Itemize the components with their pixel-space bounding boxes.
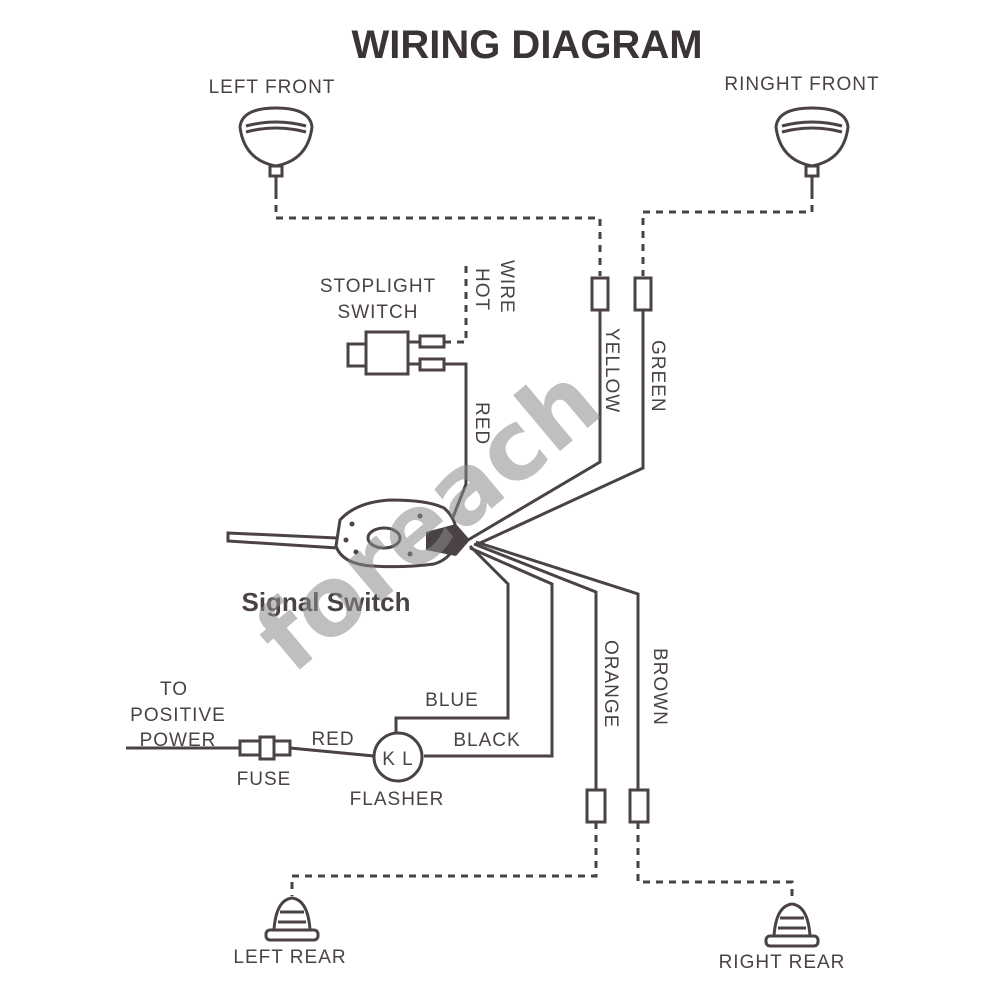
stoplight-switch xyxy=(346,330,446,376)
red-stoplight-wire xyxy=(442,362,468,541)
right-front-label: RINGHT FRONT xyxy=(724,74,879,95)
hot-label: HOT xyxy=(471,268,492,311)
green-connector xyxy=(633,276,653,312)
power-label-1: TO xyxy=(160,679,188,700)
red-stoplight-wire-label: RED xyxy=(471,402,492,445)
right-front-lamp xyxy=(774,106,850,192)
left-front-dashed-wire xyxy=(274,192,602,276)
black-wire-label: BLACK xyxy=(453,730,520,751)
right-rear-dashed-wire xyxy=(636,822,794,902)
brown-connector xyxy=(628,788,650,824)
signal-switch-label: Signal Switch xyxy=(241,587,410,617)
wire-label: WIRE xyxy=(496,260,517,314)
red-power-wire-label: RED xyxy=(311,729,354,750)
yellow-wire xyxy=(467,310,602,542)
right-front-dashed-wire xyxy=(641,192,814,276)
power-label-3: POWER xyxy=(140,730,217,751)
flasher xyxy=(372,731,424,783)
orange-connector xyxy=(585,788,607,824)
red-power-wire xyxy=(289,746,375,758)
left-rear-label: LEFT REAR xyxy=(233,947,346,968)
flasher-terminals: K L xyxy=(382,749,414,770)
fuse xyxy=(238,735,292,761)
diagram-title: WIRING DIAGRAM xyxy=(351,23,702,67)
orange-wire xyxy=(473,542,598,790)
right-rear-label: RIGHT REAR xyxy=(719,952,846,973)
green-wire xyxy=(477,310,645,546)
orange-wire-label: ORANGE xyxy=(600,640,621,728)
right-rear-lamp xyxy=(764,902,820,948)
watermark: foreach xyxy=(235,344,621,693)
left-front-label: LEFT FRONT xyxy=(209,77,336,98)
flasher-label: FLASHER xyxy=(350,789,445,810)
left-rear-lamp xyxy=(264,896,320,942)
black-wire xyxy=(424,546,554,758)
green-wire-label: GREEN xyxy=(647,340,668,413)
left-front-lamp xyxy=(238,106,314,192)
signal-switch xyxy=(226,498,470,569)
yellow-wire-label: YELLOW xyxy=(601,328,622,413)
brown-wire-label: BROWN xyxy=(649,648,670,726)
stoplight-switch-label-2: SWITCH xyxy=(338,302,419,323)
stoplight-switch-label-1: STOPLIGHT xyxy=(320,276,436,297)
hot-wire-dashed xyxy=(444,262,468,344)
fuse-label: FUSE xyxy=(237,769,292,790)
brown-wire xyxy=(475,540,640,790)
blue-wire-label: BLUE xyxy=(425,690,479,711)
blue-wire xyxy=(394,544,510,740)
power-label-2: POSITIVE xyxy=(130,705,226,726)
yellow-connector xyxy=(590,276,610,312)
left-rear-dashed-wire xyxy=(290,822,598,896)
